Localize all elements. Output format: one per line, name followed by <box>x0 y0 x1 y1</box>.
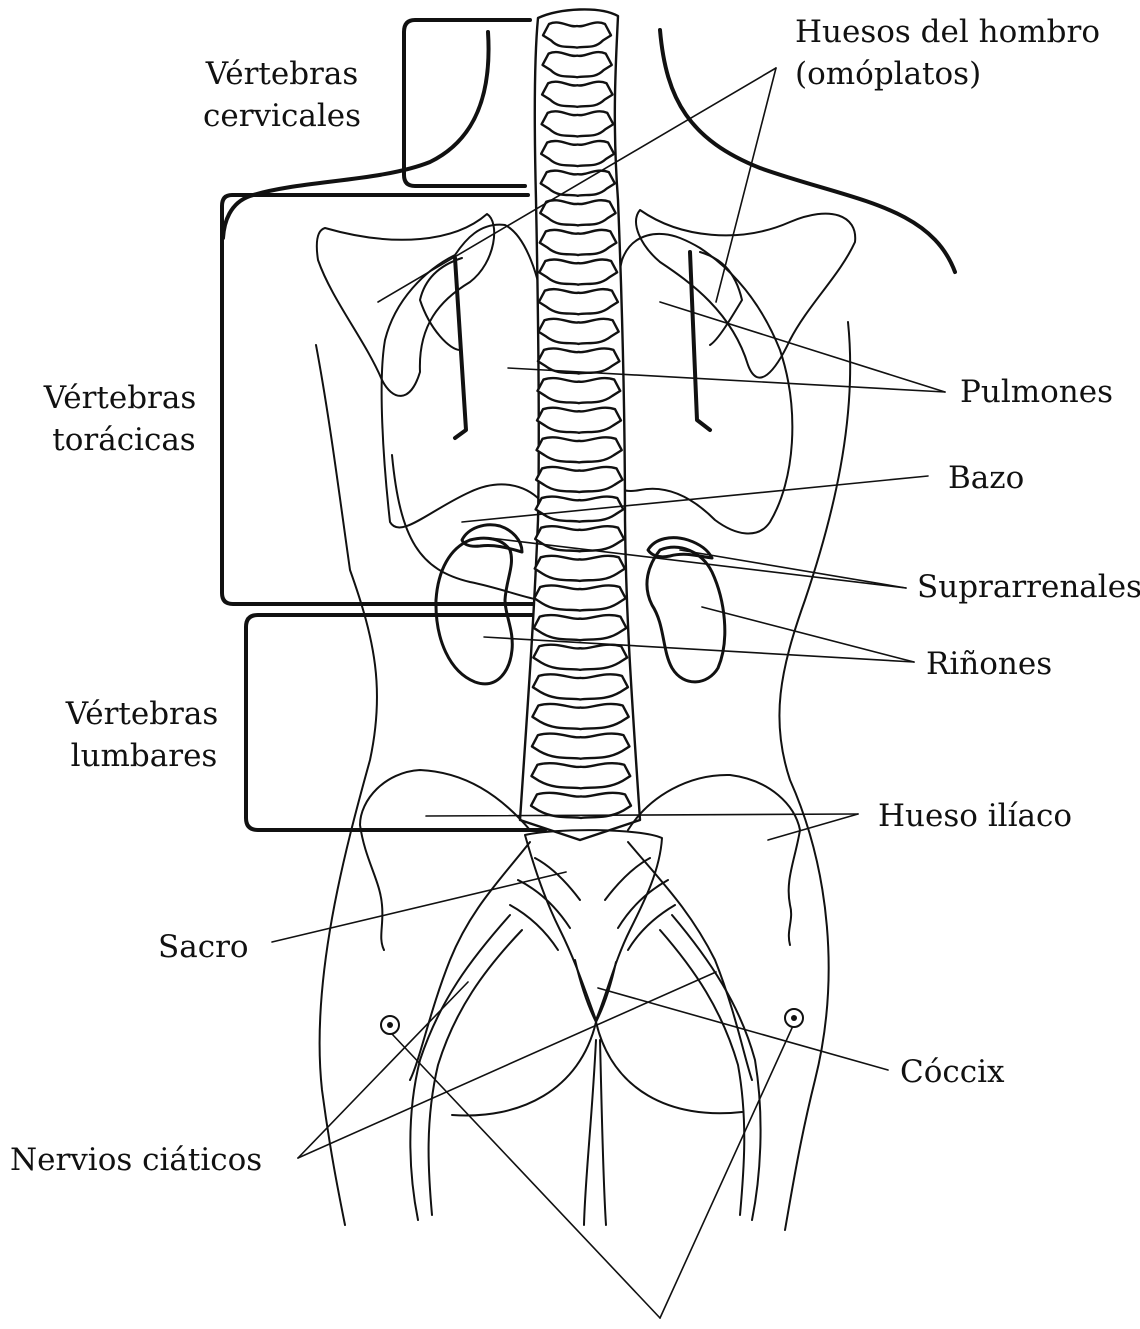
leader-kidney-right <box>702 607 914 662</box>
vertebra-segment <box>533 645 627 670</box>
torso-left-side <box>316 345 377 1225</box>
right-iliac-inner <box>628 842 752 1080</box>
vertebra-segment <box>541 171 615 196</box>
vertebra-segment <box>537 437 622 462</box>
left-sciatic-nerve-b <box>429 930 522 1215</box>
lumbar-bracket <box>246 615 548 830</box>
left-scapula <box>317 214 494 396</box>
leader-iliac-left <box>426 814 858 816</box>
right-marker-inner <box>791 1015 797 1021</box>
label-coccyx: Cóccix <box>900 1054 1005 1090</box>
cervical-bracket <box>404 20 530 186</box>
label-adrenals: Suprarrenales <box>917 569 1140 605</box>
leader-iliac-right <box>768 814 858 840</box>
right-lung-inner-edge <box>690 252 710 430</box>
leader-shoulder-right <box>716 68 776 302</box>
lower-body <box>452 1022 742 1225</box>
label-kidneys: Riñones <box>926 646 1052 682</box>
sacrum-foramina-right-3 <box>628 905 675 950</box>
sacrum <box>510 830 675 1022</box>
sacrum-foramina-right-1 <box>605 858 650 900</box>
vertebra-segment <box>541 141 614 166</box>
vertebra-segment <box>534 585 625 610</box>
vertebra-segment <box>539 289 618 314</box>
leader-spleen <box>462 476 928 522</box>
sciatic-nerves <box>410 915 760 1220</box>
vertebra-segment <box>537 408 621 433</box>
spine <box>520 9 640 840</box>
label-thoracic-1: Vértebras <box>43 380 197 416</box>
leader-coccyx <box>598 988 888 1070</box>
sacrum-foramina-left-1 <box>535 858 580 900</box>
label-shoulder-1: Huesos del hombro <box>795 14 1100 50</box>
left-iliac <box>360 770 530 950</box>
vertebra-segment <box>536 497 624 522</box>
vertebra-segment <box>536 467 622 492</box>
vertebra-brackets <box>222 20 548 830</box>
right-lung <box>605 234 792 534</box>
leader-bottom-right <box>660 1028 792 1318</box>
vertebra-segment <box>542 82 612 107</box>
vertebra-segment <box>534 615 627 640</box>
label-lungs: Pulmones <box>960 374 1113 410</box>
gluteal-cleft-right <box>600 1040 606 1225</box>
left-kidney <box>436 538 512 684</box>
vertebra-segment <box>531 763 630 788</box>
right-kidney <box>647 547 725 682</box>
label-lumbar-1: Vértebras <box>65 696 219 732</box>
label-iliac: Hueso ilíaco <box>878 798 1072 834</box>
left-buttock <box>452 1022 596 1116</box>
vertebra-segment <box>537 378 620 403</box>
vertebra-segment <box>540 230 617 255</box>
right-buttock <box>596 1022 742 1113</box>
label-shoulder-2: (omóplatos) <box>795 56 981 92</box>
vertebra-segment <box>539 260 617 285</box>
vertebra-segment <box>533 674 628 699</box>
leader-sciatic-right <box>298 972 716 1158</box>
vertebra-segment <box>538 319 618 344</box>
label-cervical-1: Vértebras <box>205 56 359 92</box>
left-iliac-inner <box>410 842 530 1080</box>
vertebra-segment <box>543 52 612 77</box>
leader-adrenal-right <box>680 550 906 588</box>
sacrum-foramina-left-2 <box>518 880 570 928</box>
vertebra-segment <box>535 526 624 551</box>
vertebra-segment <box>543 22 611 47</box>
vertebra-segment <box>531 793 631 818</box>
left-lung <box>382 225 550 528</box>
label-sciatic: Nervios ciáticos <box>10 1142 262 1178</box>
vertebra-segment <box>532 704 628 729</box>
label-spleen: Bazo <box>948 460 1024 496</box>
vertebra-segment <box>535 556 625 581</box>
label-lumbar-2: lumbares <box>71 738 218 774</box>
left-lower-contour <box>392 455 540 600</box>
label-thoracic-2: torácicas <box>52 422 195 458</box>
vertebra-segment <box>540 200 615 225</box>
right-sciatic-nerve-b <box>660 930 744 1215</box>
vertebra-segment <box>542 111 614 136</box>
label-sacrum: Sacro <box>158 929 249 965</box>
left-marker-inner <box>387 1022 393 1028</box>
leader-sciatic-left <box>298 982 468 1158</box>
gluteal-cleft-left <box>584 1040 596 1225</box>
label-cervical-2: cervicales <box>203 98 361 134</box>
leader-bottom-left <box>392 1034 660 1318</box>
vertebra-segment <box>532 734 630 759</box>
